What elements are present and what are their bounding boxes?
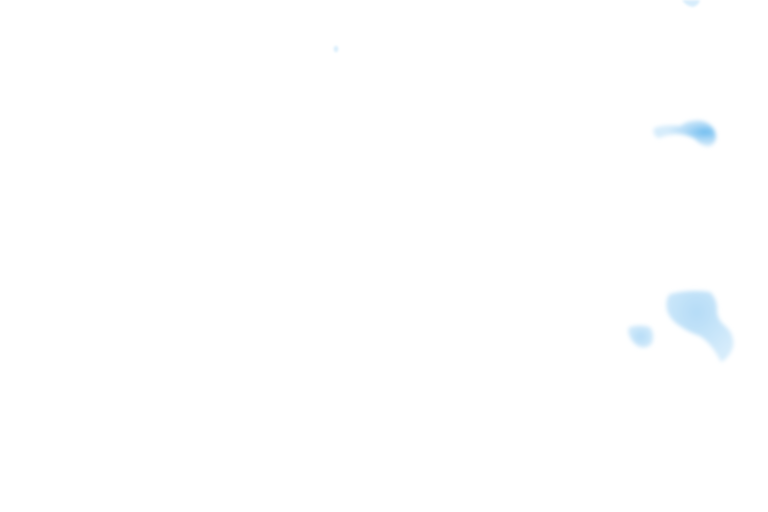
overlay-blob-lower-right-large (666, 290, 734, 362)
overlay-blob-top-right-fragment (682, 0, 700, 7)
overlay-blob-lower-right-small (628, 325, 654, 348)
overlay-blob-small-dot (333, 45, 339, 53)
overlay-blob-upper-right-band (653, 120, 716, 147)
